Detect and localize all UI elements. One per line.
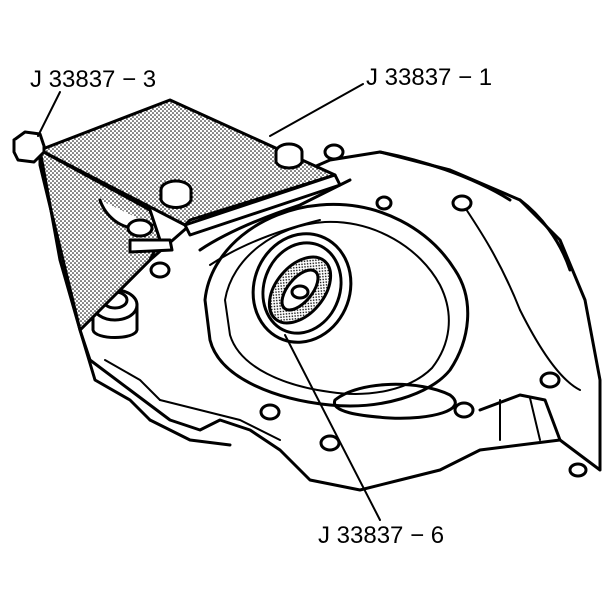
callout-j33837-3: J 33837 − 3	[30, 66, 157, 93]
callout-j33837-6: J 33837 − 6	[318, 522, 445, 549]
seal-installer-j33837-6	[251, 232, 353, 344]
bracket-j33837-3	[12, 130, 174, 332]
callout-j33837-1: J 33837 − 1	[366, 64, 493, 91]
leader-j33837-1	[269, 83, 364, 137]
leader-lines	[37, 83, 381, 521]
leader-j33837-3	[37, 91, 61, 137]
leader-j33837-6	[284, 334, 381, 521]
support-plate-j33837-1	[38, 98, 342, 237]
